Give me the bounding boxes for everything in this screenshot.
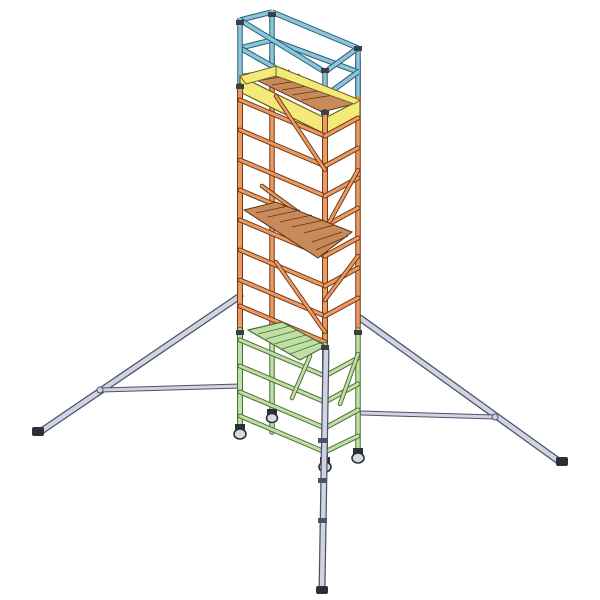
base-platform — [246, 321, 328, 361]
castor-back-right — [351, 448, 365, 464]
outrigger-right — [356, 314, 568, 466]
castor-back-left — [265, 409, 279, 424]
outrigger-left — [32, 292, 244, 436]
joint-clips — [236, 12, 362, 350]
middle-platform — [242, 201, 354, 259]
outrigger-front — [316, 346, 330, 594]
castor-front-left — [233, 424, 247, 440]
